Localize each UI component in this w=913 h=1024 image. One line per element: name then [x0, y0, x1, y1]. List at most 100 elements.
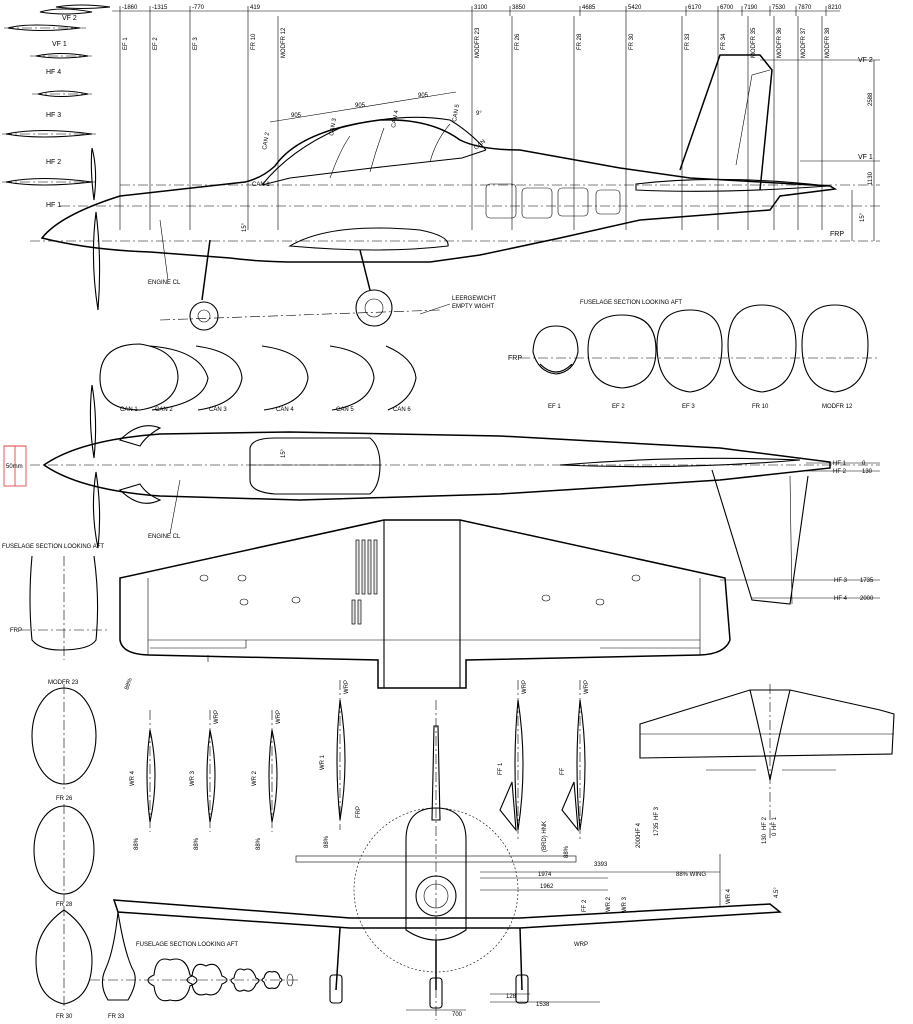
- profile-hf3: HF 3: [46, 112, 61, 119]
- frame-label: FR 26: [515, 33, 521, 50]
- frame-label: FR 33: [685, 33, 691, 50]
- wing-profile-shape: [336, 699, 346, 821]
- profile-hf2: HF 2: [46, 159, 61, 166]
- angle-15-side: 15°: [860, 212, 866, 222]
- front-dim-3393: 3393: [594, 862, 608, 868]
- frame-label: FR 28: [577, 33, 583, 50]
- wing-profile-name: FF: [560, 767, 566, 775]
- wing-vent-slot: [373, 539, 378, 595]
- spacing-905-c: 905: [418, 93, 429, 99]
- wr1-frp: FRP: [356, 806, 362, 818]
- can-4-label: CAN 4: [391, 109, 400, 128]
- station-label: -1860: [122, 5, 138, 11]
- side-engine-cl: ENGINE CL: [148, 280, 181, 286]
- can-3-label: CAN 3: [329, 117, 338, 136]
- station-label: 7530: [772, 5, 786, 11]
- frame-label: EF 2: [153, 37, 159, 50]
- can-2-label: CAN 2: [262, 131, 271, 150]
- frame-label: FR 10: [251, 33, 257, 50]
- wing-profile-shape: [576, 699, 586, 831]
- top-hf1: HF 1: [833, 461, 847, 467]
- front-wr4: WR 4: [726, 888, 732, 904]
- top-angle-15: 15°: [281, 448, 287, 458]
- front-angle: 4.5°: [774, 887, 780, 898]
- canopy-can1: CAN 1: [120, 407, 138, 413]
- wing-profile-pct: 88%: [134, 837, 140, 850]
- wing-vent-slot: [367, 539, 372, 595]
- station-label: 3850: [512, 5, 526, 11]
- canopy-can2: CAN 2: [155, 407, 173, 413]
- frame-label: MODFR 38: [825, 27, 831, 58]
- angle-9: 9°: [476, 111, 482, 117]
- front-dim-1538: 1538: [536, 1002, 550, 1008]
- station-label: 7870: [798, 5, 812, 11]
- station-label: -770: [192, 5, 205, 11]
- station-label: -1315: [152, 5, 168, 11]
- front-dim-1974: 1974: [538, 872, 552, 878]
- station-label: 8210: [828, 5, 842, 11]
- wing-vent-slots: [355, 539, 378, 595]
- wing-profile-name: FF 1: [498, 762, 504, 775]
- left-fr33: FR 33: [108, 1014, 125, 1020]
- tail-hf4-val: 2000: [636, 834, 642, 848]
- wing-profile-pct: 88%: [564, 845, 570, 858]
- frame-label: MODFR 12: [281, 27, 287, 58]
- top-view: 50mm 15° ENGINE CL HF 1 0 HF 2 130: [3, 384, 880, 605]
- frame-label: MODFR 36: [777, 27, 783, 58]
- ff-note: (BRD) HNK: [542, 821, 548, 852]
- dim-1130: 1130: [868, 171, 874, 185]
- wing-profile-shape: [268, 729, 278, 823]
- wing-profile-name: WR 4: [130, 770, 136, 786]
- front-wr3: WR 3: [622, 896, 628, 912]
- wing-hf4-val: 2000: [860, 596, 874, 602]
- canopy-can4: CAN 4: [276, 407, 294, 413]
- angle-15-nose: 15°: [242, 222, 248, 232]
- wing-profile-pct: 88%: [194, 837, 200, 850]
- wing-vent-slot: [355, 539, 360, 595]
- wing-hf3-val: 1735: [860, 578, 874, 584]
- station-label: 419: [250, 5, 261, 11]
- left-fr26: FR 26: [56, 796, 73, 802]
- left-fr30: FR 30: [56, 1014, 73, 1020]
- fuselage-section-title-3: FUSELAGE SECTION LOOKING AFT: [136, 942, 238, 948]
- frame-label: MODFR 37: [801, 27, 807, 58]
- wing-vent-slot: [361, 539, 366, 595]
- section-ef1: EF 1: [548, 404, 561, 410]
- bottom-fuselage-sections: FUSELAGE SECTION LOOKING AFT: [90, 942, 300, 1002]
- profile-vf1: VF 1: [52, 41, 67, 48]
- tail-hf2: HF 2: [762, 816, 768, 830]
- top-hf2: HF 2: [833, 469, 847, 475]
- tail-hf2-val: 130: [762, 833, 768, 844]
- empty-weight-de: LEERGEWICHT: [452, 296, 496, 302]
- tail-top-view: HF 4 2000 HF 3 1735 HF 2 130 HF 1 0: [636, 684, 895, 848]
- front-ff2: FF 2: [582, 899, 588, 912]
- wing-profile-shape: [206, 729, 216, 823]
- tail-hf4: HF 4: [636, 822, 642, 836]
- wing-profile-pct: 88%: [256, 837, 262, 850]
- profile-vf2: VF 2: [62, 15, 77, 22]
- wing-profile-pct: 88%: [324, 835, 330, 848]
- ff-fairing: [561, 781, 579, 832]
- side-view: CAN 1 CAN 2 CAN 3 CAN 4 CAN 5 CAN 905 90…: [30, 54, 880, 331]
- left-fr28: FR 28: [56, 902, 73, 908]
- section-fr10: FR 10: [752, 404, 769, 410]
- canopy-sections: CAN 1 CAN 2 CAN 3 CAN 4 CAN 5 CAN 6: [99, 343, 417, 413]
- top-hf1-val: 0: [862, 461, 866, 467]
- wing-chord-88: 88%: [124, 677, 134, 691]
- canopy-can6: CAN 6: [393, 407, 411, 413]
- fuselage-section-title-1: FUSELAGE SECTION LOOKING AFT: [580, 300, 682, 306]
- wing-profile-wrp: WRP: [214, 710, 220, 724]
- front-dim-128: 128: [506, 994, 517, 1000]
- wing-profile-shape: [146, 729, 156, 823]
- left-frp: FRP: [10, 628, 22, 634]
- canopy-can5: CAN 5: [336, 407, 354, 413]
- side-vf2: VF 2: [858, 57, 873, 64]
- station-label: 3100: [474, 5, 488, 11]
- frame-label: MODFR 35: [751, 27, 757, 58]
- spacing-905-b: 905: [355, 103, 366, 109]
- frame-label: MODFR 23: [475, 27, 481, 58]
- top-hf2-val: 130: [862, 469, 873, 475]
- tail-hf1-val: 0: [772, 832, 778, 836]
